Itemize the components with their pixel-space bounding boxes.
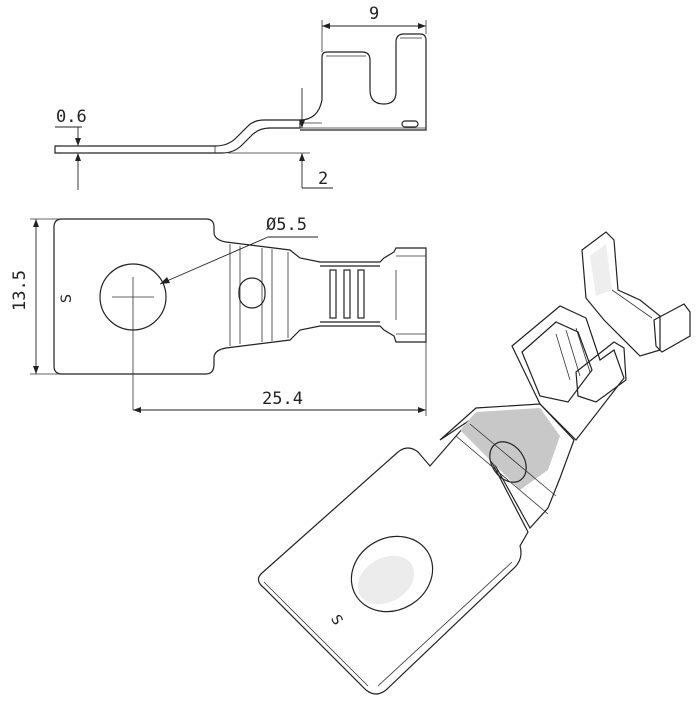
dim-thickness-label: 0.6 [56,107,87,127]
dim-thickness: 0.6 [55,107,88,190]
dim-height: 13.5 [10,218,60,375]
dim-length-label: 25.4 [262,389,303,409]
dim-hole-diameter: Ø5.5 [159,215,318,285]
dim-hole-diameter-label: Ø5.5 [266,215,307,235]
stamp-mark: S [59,294,75,303]
stamp-mark-iso: S [327,612,345,628]
dim-top-width: 9 [321,4,427,52]
dim-step-height-label: 2 [318,169,328,189]
dim-step-height: 2 [228,88,333,189]
dim-height-label: 13.5 [10,270,30,311]
isometric-view: S [257,231,691,695]
side-view [54,33,427,154]
dim-length: 25.4 [133,342,427,416]
dim-top-width-label: 9 [369,4,379,24]
top-view: S [53,218,427,410]
